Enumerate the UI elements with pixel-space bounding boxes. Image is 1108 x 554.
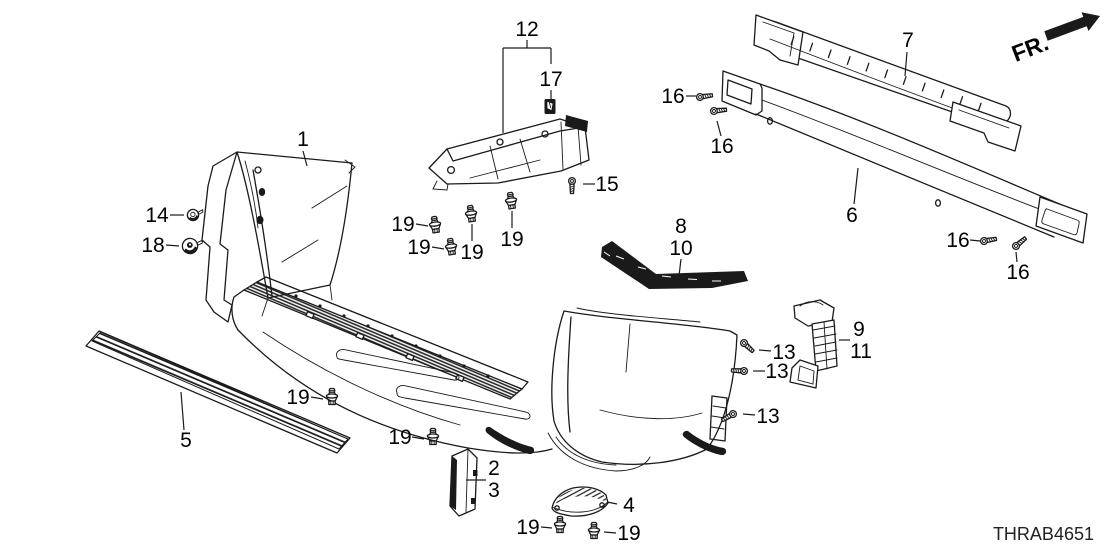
clip-fastener-part-19 [553, 515, 567, 534]
clip-fastener-part-19 [443, 237, 459, 256]
leader-line-part-18 [165, 244, 180, 247]
leader-line-part-19 [431, 246, 445, 250]
part-callout-12: 12 [515, 18, 538, 41]
leader-line-part-19 [415, 223, 429, 227]
part-callout-19: 19 [391, 213, 414, 236]
screw-fastener-part-16 [695, 91, 714, 102]
part-callout-14: 14 [145, 204, 169, 227]
part-callout-10: 10 [669, 237, 692, 260]
part-8-10-spacer-drawing [601, 241, 748, 289]
part-callout-5: 5 [180, 429, 192, 452]
part-bumper-face-drawing [231, 276, 738, 472]
part-callout-3: 3 [488, 479, 500, 502]
part-callout-6: 6 [846, 204, 858, 227]
clip-fastener-part-19 [503, 191, 519, 210]
leader-line-part-19 [603, 531, 617, 534]
part-callout-2: 2 [488, 457, 500, 480]
part-callout-19: 19 [617, 522, 640, 545]
grommet-small-fastener-part-14 [185, 206, 206, 223]
clip-fastener-part-19 [325, 387, 339, 406]
leader-lines-layer [165, 40, 1018, 534]
clip-fastener-part-19 [427, 215, 443, 234]
part-callout-19: 19 [460, 241, 483, 264]
part-callout-7: 7 [902, 29, 914, 52]
part-callout-16: 16 [710, 135, 733, 158]
leader-line-part-5 [180, 391, 185, 431]
part-callout-19: 19 [286, 386, 309, 409]
clip-square-fastener-part-17 [544, 98, 556, 115]
part-9-11-bracket-drawing [789, 299, 838, 389]
leader-line-part-16 [1015, 251, 1018, 263]
fr-arrow-icon [1044, 12, 1100, 41]
leader-line-part-4 [606, 501, 618, 505]
leader-line-part-19 [540, 526, 553, 529]
part-7-absorber-drawing [753, 14, 1022, 152]
leader-line-part-13 [742, 413, 756, 416]
screw-fastener-part-16 [709, 105, 728, 116]
leader-line-part-7 [904, 51, 908, 77]
clip-fastener-part-19 [463, 204, 479, 223]
part-callout-15: 15 [595, 173, 618, 196]
part-1-side-panel-drawing [201, 151, 356, 323]
part-callout-13: 13 [772, 341, 795, 364]
part-callout-19: 19 [516, 516, 539, 539]
screw-fastener-part-15 [567, 176, 577, 195]
part-5-step-garnish-drawing [85, 330, 351, 454]
leader-line-part-19 [310, 396, 324, 400]
part-callout-16: 16 [946, 229, 969, 252]
part-12-lower-cover-drawing [428, 115, 590, 191]
leader-line-part-1 [302, 150, 308, 167]
part-callout-4: 4 [623, 494, 635, 517]
leader-line-part-19 [411, 436, 425, 440]
part-4-bracket-drawing [551, 486, 609, 517]
part-callout-18: 18 [141, 234, 164, 257]
part-callout-17: 17 [539, 68, 562, 91]
part-callout-9: 9 [853, 318, 865, 341]
part-callout-1: 1 [297, 128, 309, 151]
grommet-large-fastener-part-18 [180, 235, 206, 256]
leader-line-part-6 [853, 167, 859, 205]
part-callout-13: 13 [756, 405, 779, 428]
bolt-hole-dots [294, 294, 490, 378]
part-callout-19: 19 [500, 228, 523, 251]
leader-line-part-10 [678, 258, 682, 277]
screw-fastener-part-16 [979, 234, 998, 246]
clip-fastener-part-19 [587, 521, 601, 540]
part-callout-19: 19 [407, 236, 430, 259]
part-callout-13: 13 [765, 360, 788, 383]
part-callout-11: 11 [850, 340, 872, 363]
part-6-beam-drawing [721, 70, 1088, 244]
fr-direction-label: FR. [1008, 29, 1052, 67]
part-2-3-reflector-drawing [449, 448, 478, 517]
part-callout-16: 16 [661, 85, 684, 108]
leader-line-part-16 [716, 120, 722, 137]
part-callout-19: 19 [388, 426, 411, 449]
diagram-code: THRAB4651 [993, 524, 1094, 544]
fr-direction-indicator: FR. [1008, 12, 1100, 67]
leader-line-part-16 [969, 239, 981, 242]
part-callout-8: 8 [675, 215, 687, 238]
part-callout-16: 16 [1006, 261, 1029, 284]
screw-fastener-part-16 [1010, 234, 1029, 252]
screw-fastener-part-13 [738, 337, 757, 355]
leader-line-part-13 [758, 349, 772, 352]
